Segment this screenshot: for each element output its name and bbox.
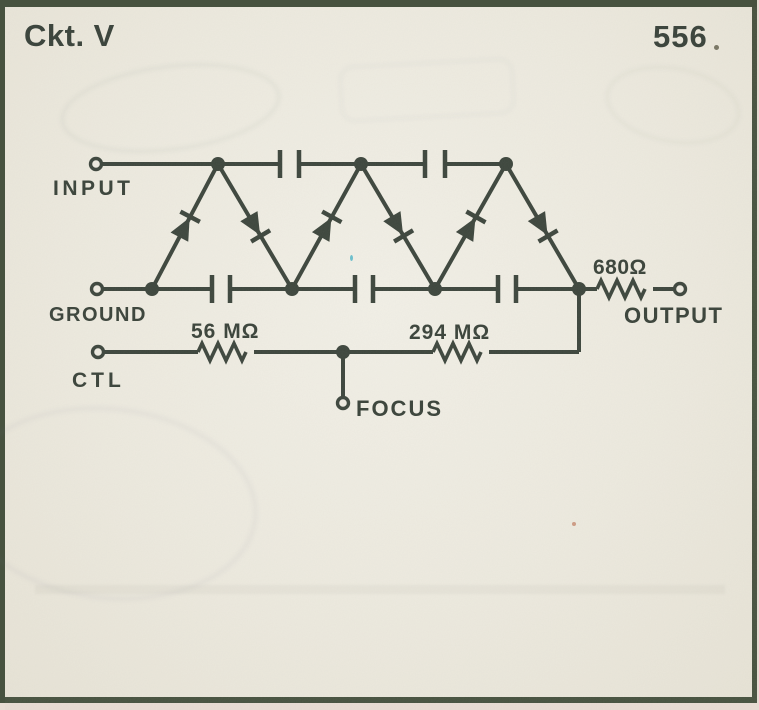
capacitor-symbol xyxy=(352,275,376,303)
junction-dot xyxy=(354,157,368,171)
wire-network xyxy=(101,159,675,397)
junction-dot xyxy=(211,157,225,171)
focus-terminal xyxy=(335,395,351,411)
junction-dot xyxy=(336,345,350,359)
capacitor-symbol xyxy=(495,275,519,303)
terminals xyxy=(88,156,688,411)
ctl-terminal xyxy=(90,344,106,360)
diodes xyxy=(170,209,559,244)
diode-symbol xyxy=(311,209,343,242)
resistor-value-56M: 56 MΩ xyxy=(191,320,260,343)
ground-label: GROUND xyxy=(49,304,147,326)
capacitor-symbol xyxy=(277,150,302,178)
resistor-value-294M: 294 MΩ xyxy=(409,321,490,344)
junction-dot xyxy=(285,282,299,296)
ground-terminal xyxy=(89,281,105,297)
capacitor-symbol xyxy=(209,275,233,303)
focus-label: FOCUS xyxy=(356,396,443,421)
resistor-value-680: 680Ω xyxy=(593,256,647,279)
ctl-label: CTL xyxy=(72,369,125,392)
circuit-schematic: INPUT GROUND CTL FOCUS OUTPUT 56 MΩ 294 … xyxy=(49,150,723,421)
junction-dot xyxy=(145,282,159,296)
output-terminal xyxy=(672,281,688,297)
input-label: INPUT xyxy=(53,177,134,200)
ladder-diagonals xyxy=(150,159,581,294)
resistor-symbol-680 xyxy=(595,276,647,302)
resistor-symbol-294M xyxy=(431,339,483,365)
resistor-symbol-56M xyxy=(196,339,248,365)
diode-symbol xyxy=(455,209,487,242)
input-terminal xyxy=(88,156,104,172)
junction-dot xyxy=(572,282,586,296)
diode-symbol xyxy=(170,209,201,242)
output-label: OUTPUT xyxy=(624,303,723,328)
diode-symbol xyxy=(383,211,415,244)
junction-dot xyxy=(499,157,513,171)
capacitor-symbol xyxy=(422,150,448,178)
diode-symbol xyxy=(527,211,559,244)
junction-dot xyxy=(428,282,442,296)
diode-symbol xyxy=(240,211,272,244)
